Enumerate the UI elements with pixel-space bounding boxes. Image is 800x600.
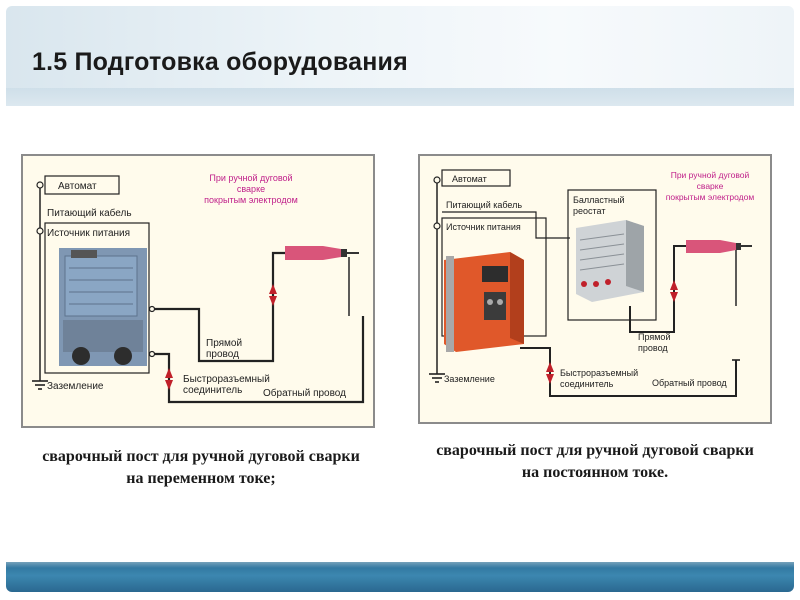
dc-rheostat-frame [567,189,657,321]
dc-supply-cable-label: Питающий кабель [446,200,522,210]
dc-ground-label: Заземление [444,374,495,384]
ac-connector-direct [269,284,277,306]
slide-header: 1.5 Подготовка оборудования [6,6,794,106]
dc-note-line3: покрытым электродом [666,192,755,202]
caption-ac: сварочный пост для ручной дуговой сварки… [42,448,360,487]
dc-direct-wire-label-2: провод [638,343,668,353]
ac-return-wire [154,316,365,404]
dc-direct-wire-label-1: Прямой [638,332,670,342]
dc-note-line1: При ручной дуговой [671,170,750,180]
diagram-dc-welding-post: Автомат Питающий кабель Источник питания… [418,154,772,424]
dc-note-line2: сварке [697,181,724,191]
ac-source-terminal [36,227,44,235]
slide-title: 1.5 Подготовка оборудования [32,48,408,76]
ac-connector-label-1: Быстроразъемный [183,374,270,385]
dc-source-terminal [433,222,441,230]
ac-direct-wire-label-1: Прямой [206,338,242,349]
dc-connector-return [546,362,554,384]
header-band [6,88,794,106]
ac-connector-return [165,368,173,390]
footer-shine [6,562,794,568]
ac-direct-wire-label-2: провод [206,349,239,360]
dc-breaker-terminal [433,176,441,184]
dc-electrode-holder-icon [686,240,752,306]
dc-breaker-label: Автомат [452,174,487,184]
dc-rheostat-image [576,220,644,302]
ac-note-line2: сварке [237,184,265,194]
ac-output-terminal-2 [148,350,156,358]
ac-output-terminal-1 [148,305,156,313]
diagram-ac-welding-post: Автомат Питающий кабель Источник питания [21,154,375,428]
ac-breaker-box [44,175,120,195]
ac-note-line3: покрытым электродом [204,195,298,205]
ac-breaker-label: Автомат [58,181,97,192]
dc-supply-wire [442,211,570,239]
ac-ground-label: Заземление [47,381,104,392]
ac-return-wire-label: Обратный провод [263,387,346,399]
dc-connector-direct [670,280,678,302]
slide-footer [6,562,794,592]
dc-rheostat-label-2: реостат [573,206,605,216]
ac-power-source-label: Источник питания [47,228,130,239]
ac-supply-cable-label: Питающий кабель [47,207,132,219]
ac-connector-label-2: соединитель [183,385,242,396]
dc-rectifier-image [444,252,524,352]
dc-connector-label-2: соединитель [560,379,614,389]
diagram-dc-svg: Автомат Питающий кабель Источник питания… [429,169,755,397]
ac-direct-wire [154,251,285,363]
ac-breaker-terminal [36,181,44,189]
dc-return-wire-label: Обратный провод [652,378,727,388]
ac-ground-symbol [32,380,48,390]
dc-direct-wire [629,245,686,333]
dc-connector-label-1: Быстроразъемный [560,368,638,378]
ac-power-source-frame [44,222,150,374]
ac-note-line1: При ручной дуговой [209,173,292,183]
dc-breaker-box [441,169,511,187]
dc-power-source-label: Источник питания [446,222,521,232]
dc-rheostat-label-1: Балластный [573,195,625,205]
ac-electrode-holder-icon [285,246,359,316]
ac-transformer-image [59,248,147,366]
dc-ground-symbol [429,373,445,383]
caption-dc: сварочный пост для ручной дуговой сварки… [436,442,754,481]
dc-return-wire [520,347,737,397]
diagram-ac-svg: Автомат Питающий кабель Источник питания [32,173,365,404]
